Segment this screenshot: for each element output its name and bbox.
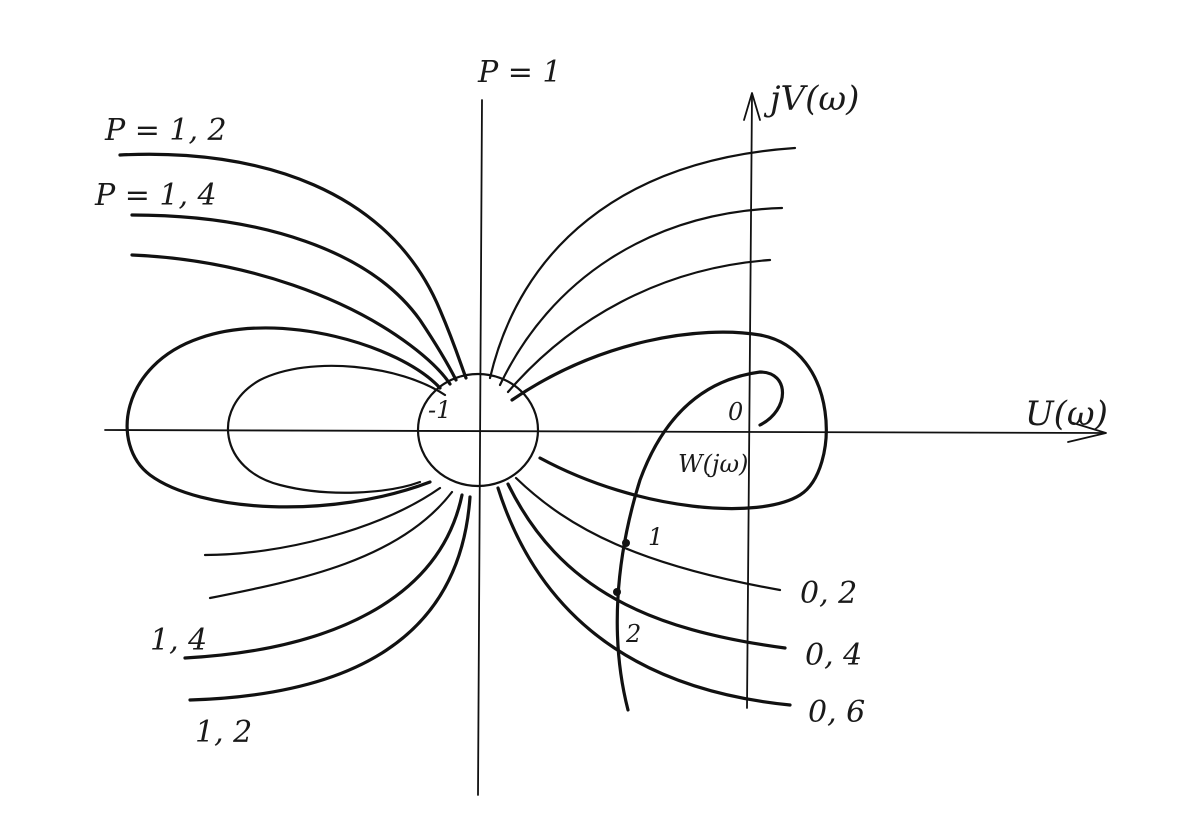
critical-point-circle: [416, 372, 540, 488]
nyquist-freq-label-0: 0: [728, 398, 743, 426]
right-label-1: 0, 2: [800, 576, 857, 611]
m-curve-inner-loop-left: [226, 364, 447, 494]
left-bottom-label-2: 1, 2: [195, 715, 252, 750]
real-axis-label: U(ω): [1025, 394, 1108, 434]
m-curve-1-4-upper-left: [130, 213, 458, 382]
left-top-label-2: P = 1, 4: [94, 178, 217, 213]
m-curve-1-2-lower-left: [188, 495, 472, 702]
m-curve-0-6-lower-right: [496, 486, 792, 707]
m-curve-lower-left-2: [208, 490, 454, 600]
nyquist-freq-label-2: 2: [625, 620, 641, 648]
m-curve-lower-left-1: [203, 486, 442, 557]
m-curve-0-2-upper-right: [488, 146, 797, 380]
imag-axis-vertical-left: [477, 99, 483, 796]
m-curve-1-4-lower-left: [183, 493, 464, 660]
m-curves-upper-left: [118, 152, 468, 509]
m-curve-outer-loop-left: [125, 326, 442, 509]
nyquist-freq-mark-1-dot: [622, 539, 630, 547]
unit-circle-label: P = 1: [477, 55, 561, 90]
m-curve-inner-upper-left: [130, 253, 452, 386]
m-curve-1-2-upper-left: [118, 152, 468, 380]
imag-axis-arrow: [743, 92, 761, 121]
left-top-label-1: P = 1, 2: [104, 113, 227, 148]
nyquist-curve: [615, 370, 784, 712]
right-label-2: 0, 4: [805, 638, 862, 673]
real-axis: [104, 429, 1106, 434]
imag-axis-vertical-right: [746, 94, 753, 709]
nyquist-freq-mark-2-dot: [613, 588, 621, 596]
imag-axis-label: jV(ω): [763, 79, 859, 119]
left-bottom-label-1: 1, 4: [150, 623, 207, 658]
m-curve-0-6-upper-right: [506, 258, 772, 394]
nyquist-freq-label-1: 1: [648, 523, 663, 551]
nyquist-curve-label: W(jω): [678, 450, 748, 478]
m-curve-0-2-lower-right: [514, 476, 782, 592]
m-curves-lower-right: [496, 476, 792, 707]
critical-point-label: -1: [428, 396, 451, 424]
right-label-3: 0, 6: [808, 695, 865, 730]
m-curve-right-loop: [510, 330, 828, 511]
m-curve-0-4-upper-right: [498, 206, 784, 387]
m-curves-upper-right: [488, 146, 828, 511]
axes-group: [104, 92, 1107, 796]
m-curve-0-4-lower-right: [506, 482, 787, 650]
real-axis-arrow: [1067, 421, 1107, 443]
m-curves-lower-left: [183, 486, 472, 702]
